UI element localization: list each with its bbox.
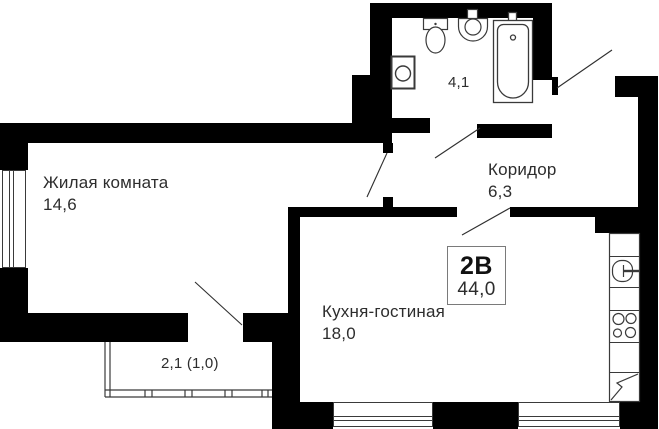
wall-segment <box>0 123 28 170</box>
unit-badge: 2В 44,0 <box>447 246 506 305</box>
unit-total-area: 44,0 <box>457 279 496 300</box>
refrigerator-fixture <box>610 373 639 401</box>
room-area: 6,3 <box>488 182 513 201</box>
room-area: 4,1 <box>448 74 470 91</box>
window-bottom-2 <box>518 402 620 427</box>
window-mullion-ticks <box>144 390 269 397</box>
wall-segment <box>533 3 552 80</box>
room-area: 18,0 <box>322 324 356 343</box>
wall-segment <box>433 402 518 429</box>
window-left <box>2 170 26 268</box>
wall-segment <box>392 118 430 133</box>
door-jamb <box>383 197 393 207</box>
sink-fixture <box>457 8 489 42</box>
balcony-outline <box>104 342 272 398</box>
wall-segment <box>0 313 188 342</box>
wall-segment <box>288 207 457 217</box>
room-area: 14,6 <box>43 195 77 214</box>
wall-segment <box>638 97 658 207</box>
wall-segment <box>640 233 658 400</box>
balcony-door-swing <box>194 281 243 326</box>
window-bottom-1 <box>333 402 433 427</box>
bathroom-label: 4,1 <box>448 73 469 92</box>
room-name: Кухня-гостиная <box>322 302 446 321</box>
wall-segment <box>352 75 392 123</box>
wall-segment <box>0 123 392 143</box>
wall-segment <box>620 400 658 429</box>
door-swings <box>194 49 613 326</box>
bathroom-fixtures <box>390 8 534 104</box>
wall-segment <box>510 207 595 217</box>
entrance-door-swing <box>556 49 613 89</box>
toilet-fixture <box>422 17 449 54</box>
kitchen-door-swing <box>461 207 511 236</box>
corridor-label: Коридор 6,3 <box>488 159 557 203</box>
kitchen-counter <box>608 232 641 403</box>
wall-segment <box>272 402 333 429</box>
bathtub-fixture <box>492 11 534 104</box>
door-jamb <box>383 143 393 153</box>
washing-machine-fixture <box>390 55 416 90</box>
walls <box>0 3 658 429</box>
stove-fixture <box>612 312 637 339</box>
room-area: 2,1 (1,0) <box>161 355 219 372</box>
balcony-label: 2,1 (1,0) <box>161 354 219 373</box>
windows <box>2 170 620 427</box>
wall-segment <box>615 76 658 97</box>
wall-segment <box>595 207 658 233</box>
unit-type-code: 2В <box>460 252 493 280</box>
door-jamb <box>552 77 558 95</box>
wall-segment <box>477 124 552 138</box>
kitchen-label: Кухня-гостиная 18,0 <box>322 301 445 345</box>
bathroom-door-swing <box>434 127 481 159</box>
living-room-door-swing <box>366 152 388 198</box>
wall-segment <box>288 207 300 342</box>
room-name: Коридор <box>488 160 557 179</box>
kitchen-sink-fixture <box>611 259 639 283</box>
room-name: Жилая комната <box>43 173 169 192</box>
wall-segment <box>370 3 392 75</box>
living-room-label: Жилая комната 14,6 <box>43 172 168 216</box>
